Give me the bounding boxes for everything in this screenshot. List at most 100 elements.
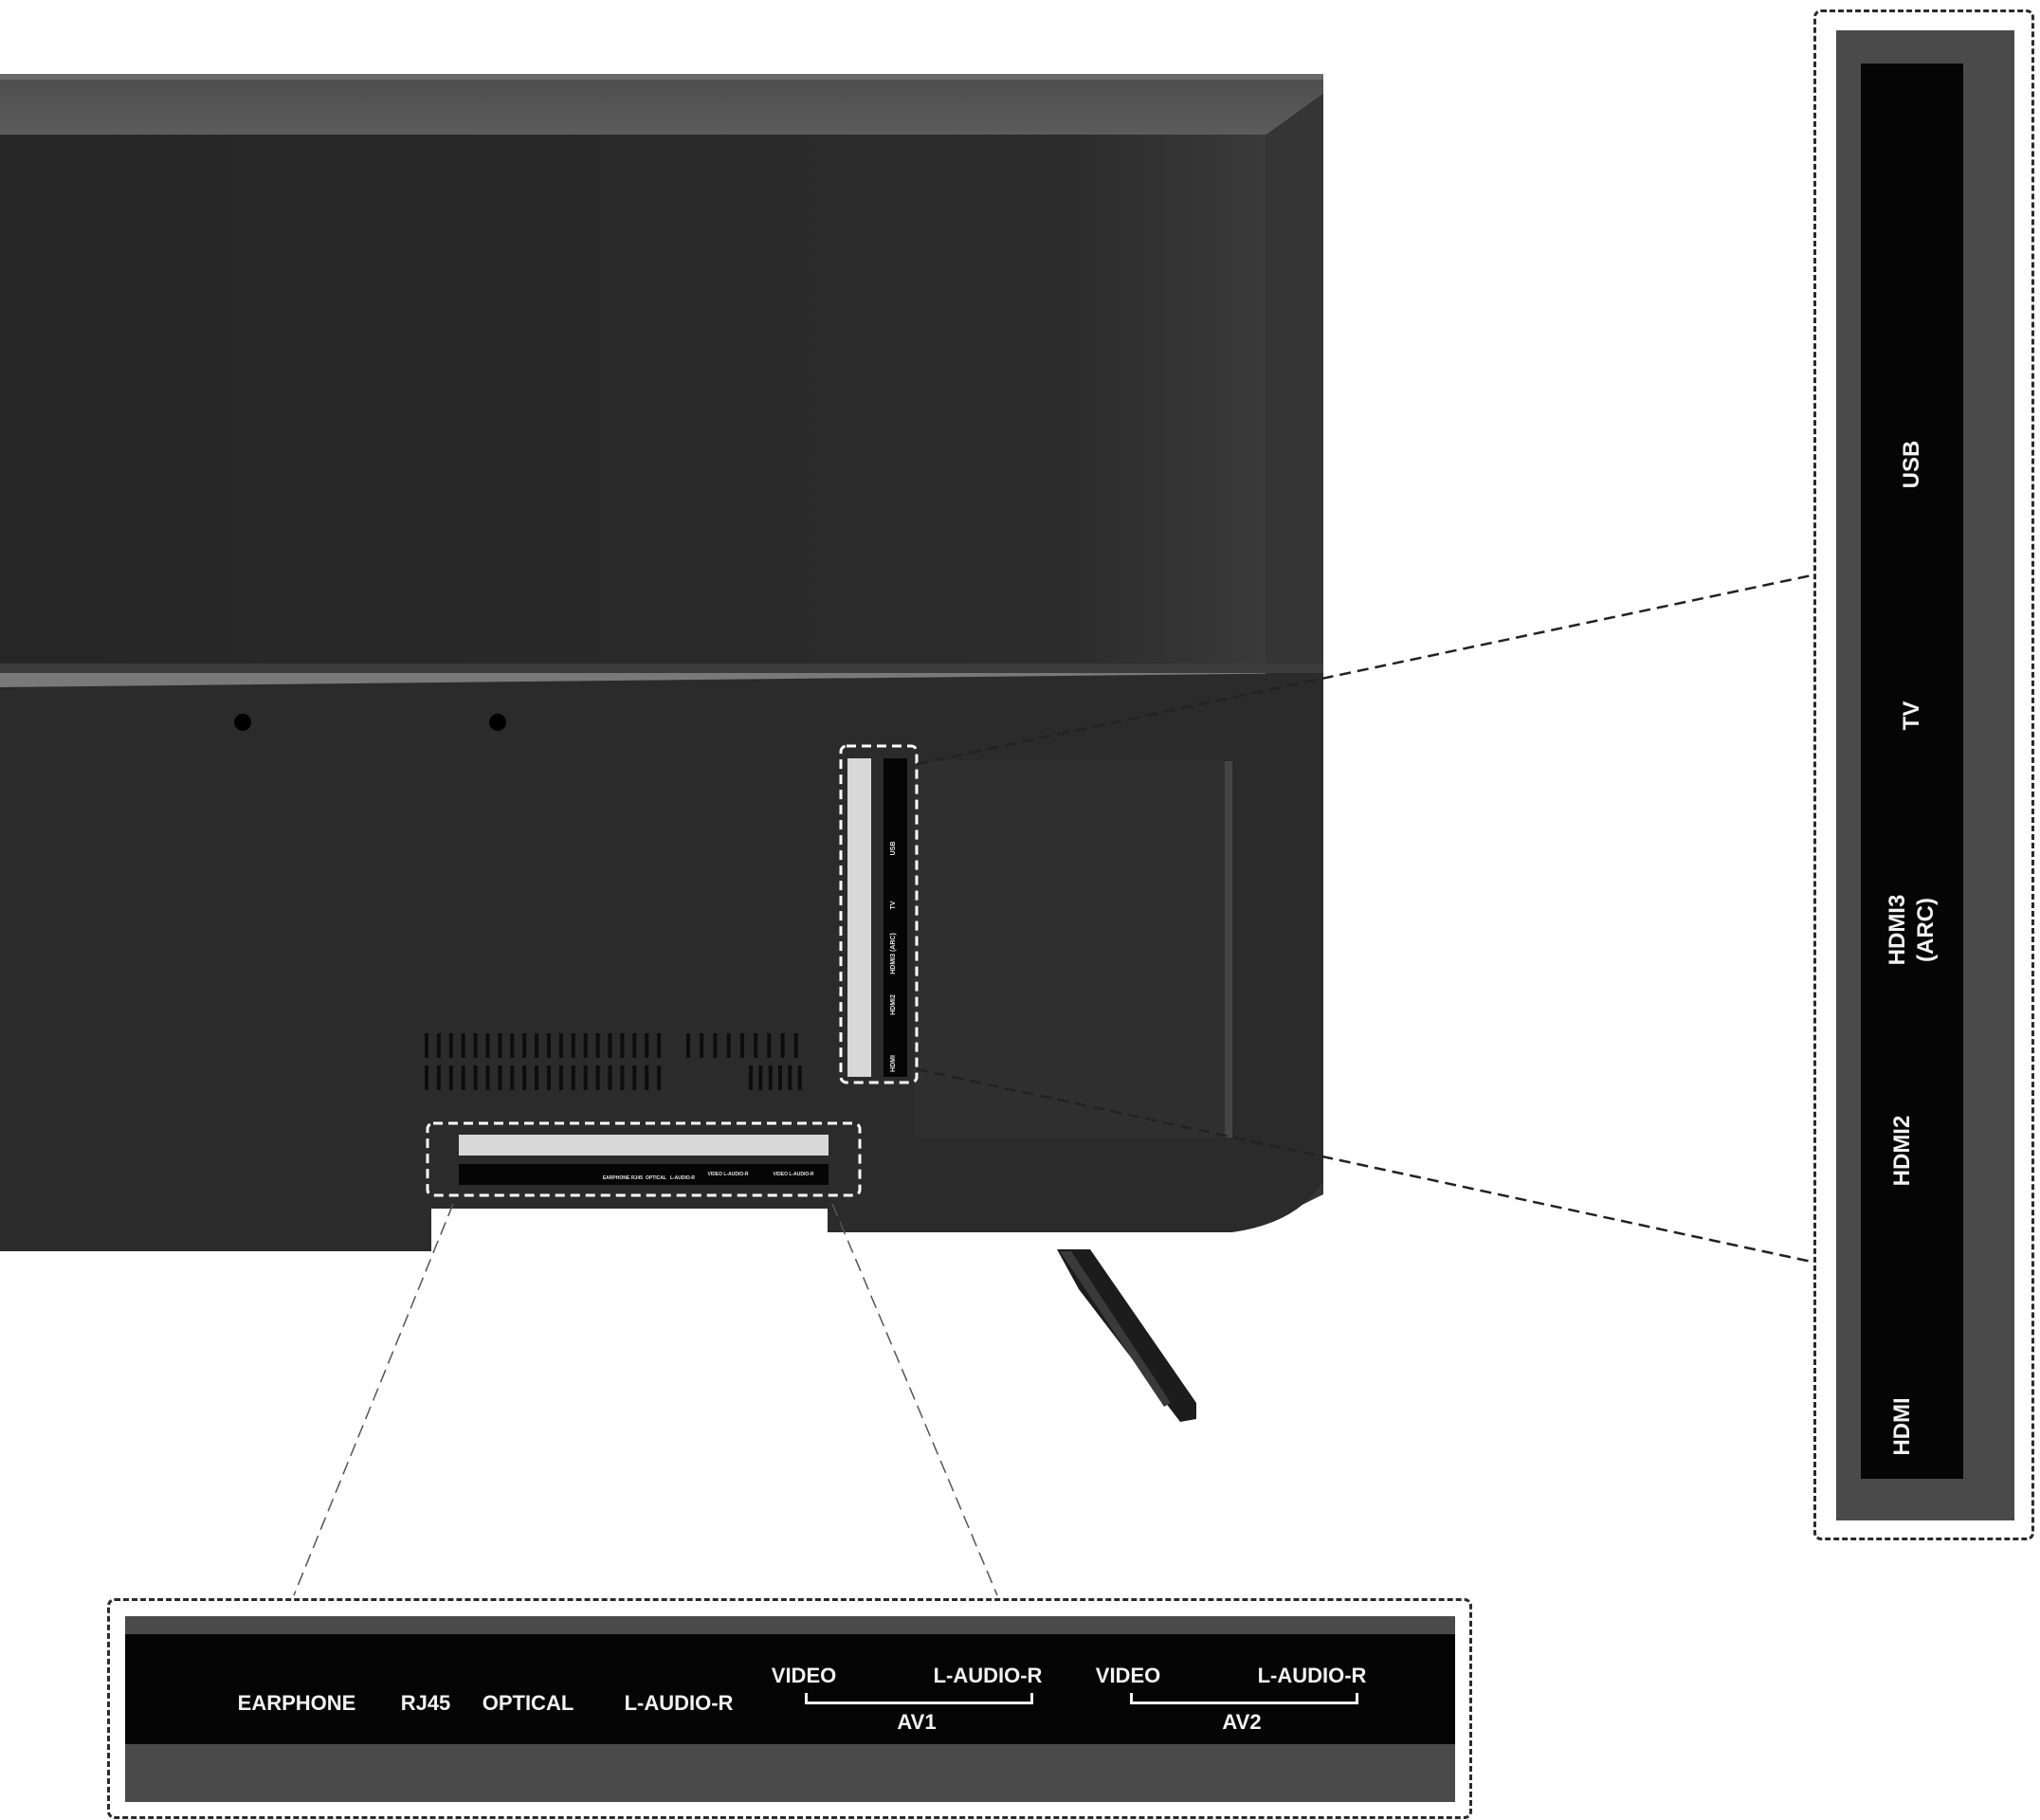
tv-top-bevel [0, 74, 1323, 135]
vent-slot [749, 1065, 753, 1090]
vent-slot [632, 1033, 637, 1058]
port-label-rj45: RJ45 [400, 1691, 451, 1715]
vent-slot [425, 1065, 428, 1090]
vent-slot [583, 1033, 588, 1058]
vent-slot [436, 1033, 441, 1058]
vent-slot [754, 1033, 758, 1058]
leader-line-bottom-right [831, 1203, 998, 1596]
mount-hole-right [489, 714, 506, 731]
vent-slot [558, 1065, 563, 1090]
vent-slot [645, 1065, 649, 1090]
port-strip-vertical-light [847, 758, 871, 1077]
port-label-av1: AV1 [897, 1710, 937, 1734]
vent-slot [571, 1033, 575, 1058]
vent-slot [657, 1065, 662, 1090]
vent-slot [498, 1033, 502, 1058]
port-label-earphone: EARPHONE [237, 1691, 356, 1715]
mini-label-hdmi2: HDMI2 [890, 994, 897, 1015]
vent-slot [448, 1065, 453, 1090]
vent-slot [473, 1065, 478, 1090]
vent-slot [739, 1033, 744, 1058]
port-label-usb: USB [1899, 440, 1924, 489]
port-strip-horizontal-dark [459, 1164, 829, 1185]
vent-slot [583, 1065, 588, 1090]
vent-slot [778, 1065, 782, 1090]
mini-label-av1: VIDEO L-AUDIO-R [707, 1172, 748, 1177]
port-label-av2-video: VIDEO [1095, 1664, 1161, 1687]
vent-slot [425, 1033, 428, 1058]
vent-slot [461, 1033, 465, 1058]
port-label-hdmi3-arc: HDMI3 (ARC) [1885, 894, 1939, 966]
vent-slot [657, 1033, 662, 1058]
vent-slot [485, 1065, 490, 1090]
vent-slot [571, 1065, 575, 1090]
leader-line-side-top [916, 573, 1812, 766]
bottom-port-strip [125, 1634, 1455, 1744]
port-strip-vertical-dark [883, 758, 907, 1077]
vent-slot [608, 1065, 612, 1090]
vent-slot [608, 1033, 612, 1058]
tv-top-edge [0, 74, 1323, 80]
vent-slot [780, 1033, 785, 1058]
side-zoom-callout [1813, 9, 2034, 1540]
vent-slot [726, 1033, 731, 1058]
vent-slot [510, 1033, 515, 1058]
vent-slot [485, 1033, 490, 1058]
vent-slot [547, 1033, 551, 1058]
vent-slot [620, 1033, 625, 1058]
mini-label-usb: USB [890, 842, 897, 856]
mini-label-earphone: EARPHONE [603, 1175, 630, 1181]
vent-grille [425, 1033, 802, 1090]
leader-line-side-bottom [916, 1067, 1812, 1264]
port-label-tv: TV [1899, 701, 1924, 731]
port-label-av2-audio: L-AUDIO-R [1257, 1664, 1367, 1687]
vent-slot [473, 1033, 478, 1058]
tv-upper-back [0, 135, 1266, 665]
vent-slot [632, 1065, 637, 1090]
mini-label-hdmi3: HDMI3 (ARC) [890, 933, 897, 974]
port-label-hdmi: HDMI [1889, 1397, 1915, 1456]
vent-slot [558, 1033, 563, 1058]
vent-slot [620, 1065, 625, 1090]
vent-slot [595, 1065, 600, 1090]
port-strip-horizontal-light [459, 1135, 829, 1156]
vent-slot [788, 1065, 792, 1090]
tv-recess [915, 761, 1230, 1138]
port-label-av1-video: VIDEO [771, 1664, 837, 1687]
mini-label-tv: TV [890, 901, 897, 909]
bottom-zoom-callout [107, 1598, 1472, 1819]
side-port-strip [1861, 64, 1963, 1479]
mini-label-hdmi: HDMI [890, 1055, 897, 1072]
vent-slot [522, 1065, 527, 1090]
port-label-l-audio-r: L-AUDIO-R [624, 1691, 734, 1715]
vent-slot [510, 1065, 515, 1090]
vent-slot [461, 1065, 465, 1090]
vent-slot [522, 1033, 527, 1058]
vent-slot [448, 1033, 453, 1058]
port-strip-vertical-callout [839, 744, 919, 1084]
vent-slot [768, 1065, 773, 1090]
vent-slot [700, 1033, 704, 1058]
port-label-av2: AV2 [1222, 1710, 1262, 1734]
vent-slot [436, 1065, 441, 1090]
mini-label-av2: VIDEO L-AUDIO-R [773, 1172, 813, 1177]
tv-seam [0, 664, 1323, 673]
mini-label-rj45: RJ45 [631, 1175, 643, 1181]
av1-bracket [805, 1693, 1033, 1704]
mini-label-optical: OPTICAL [646, 1175, 666, 1181]
vent-slot [535, 1033, 539, 1058]
vent-slot [797, 1065, 802, 1090]
mini-label-laudior: L-AUDIO-R [670, 1175, 695, 1181]
port-label-optical: OPTICAL [482, 1691, 574, 1715]
vent-slot [595, 1033, 600, 1058]
tv-recess-edge [1225, 761, 1232, 1138]
vent-slot [793, 1033, 798, 1058]
vent-slot [758, 1065, 763, 1090]
av2-bracket [1130, 1693, 1358, 1704]
vent-slot [645, 1033, 649, 1058]
vent-slot [686, 1033, 690, 1058]
vent-slot [535, 1065, 539, 1090]
port-label-av1-audio: L-AUDIO-R [933, 1664, 1043, 1687]
stand-leg-highlight [1060, 1251, 1171, 1407]
